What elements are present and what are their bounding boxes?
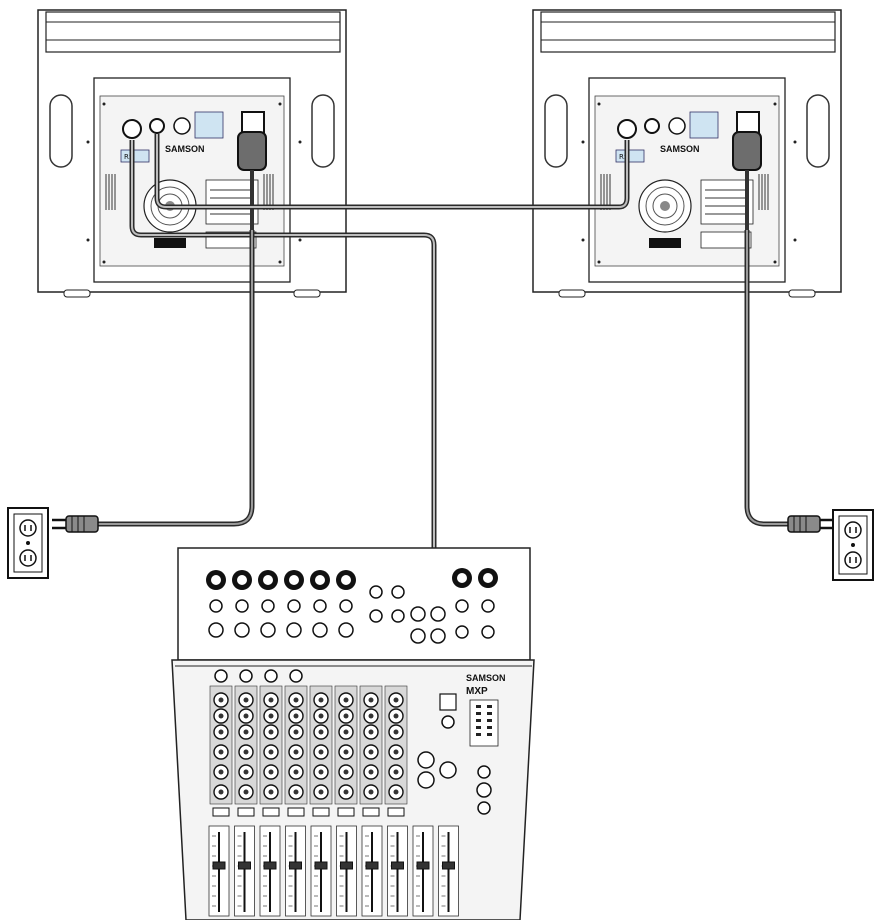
- mixer-model: MXP: [466, 686, 488, 697]
- left-power-plug-head: [52, 515, 99, 533]
- mic-input-2: [232, 570, 252, 638]
- left-speaker-handle-right: [311, 94, 335, 168]
- left-speaker-handle-left: [49, 94, 73, 168]
- stereo-inputs: [369, 585, 446, 644]
- channel-strip-2: [234, 669, 258, 817]
- right-speaker-handle-left: [544, 94, 568, 168]
- channel-strip-8: [384, 685, 408, 817]
- fader-4[interactable]: [285, 825, 306, 917]
- right-speaker-brand: SAMSON: [660, 144, 700, 154]
- right-speaker-xlr-in: [617, 119, 637, 139]
- left-speaker: SAMSON RS: [37, 9, 347, 298]
- left-speaker-brand: SAMSON: [165, 144, 205, 154]
- mixer-main-outputs: [452, 568, 498, 639]
- channel-strip-5: [309, 685, 333, 817]
- mic-input-6: [336, 570, 356, 638]
- channel-strip-1: [209, 669, 233, 817]
- svg-text:RS: RS: [124, 153, 134, 161]
- mic-input-4: [284, 570, 304, 638]
- mixer: SAMSON MXP: [171, 547, 535, 920]
- channel-strip-7: [359, 685, 383, 817]
- right-speaker: SAMSON RS: [532, 9, 842, 298]
- channel-strips: [209, 669, 408, 817]
- master-section: SAMSON MXP: [417, 673, 506, 815]
- right-wall-outlet: [832, 509, 874, 581]
- fader-5[interactable]: [310, 825, 332, 917]
- fader-1[interactable]: [208, 825, 230, 917]
- left-speaker-xlr-out: [149, 118, 165, 134]
- mic-input-1: [206, 570, 226, 638]
- mic-input-row: [206, 570, 356, 638]
- mic-input-5: [310, 570, 330, 638]
- left-speaker-xlr-in: [122, 119, 142, 139]
- fader-3[interactable]: [259, 825, 281, 917]
- channel-strip-3: [259, 669, 283, 817]
- fader-row: [208, 825, 459, 917]
- svg-text:RS: RS: [619, 153, 629, 161]
- left-wall-outlet: [7, 507, 49, 579]
- fader-6[interactable]: [336, 825, 357, 917]
- level-meter: [469, 699, 499, 747]
- mixer-rear-section: [177, 547, 531, 661]
- fader-8[interactable]: [387, 825, 408, 917]
- fader-10[interactable]: [438, 825, 459, 917]
- right-power-plug-head: [787, 515, 834, 533]
- right-speaker-xlr-out: [644, 118, 660, 134]
- left-speaker-model-badge: [120, 149, 150, 163]
- mic-input-3: [258, 570, 278, 638]
- channel-strip-4: [284, 669, 308, 817]
- left-speaker-power-plug: [237, 131, 267, 171]
- fader-2[interactable]: [234, 825, 255, 917]
- channel-strip-6: [334, 685, 358, 817]
- fader-7[interactable]: [361, 825, 383, 917]
- fader-9[interactable]: [412, 825, 434, 917]
- mixer-brand: SAMSON: [466, 673, 506, 683]
- right-speaker-model-badge: [615, 149, 645, 163]
- right-speaker-power-plug: [732, 131, 762, 171]
- right-speaker-handle-right: [806, 94, 830, 168]
